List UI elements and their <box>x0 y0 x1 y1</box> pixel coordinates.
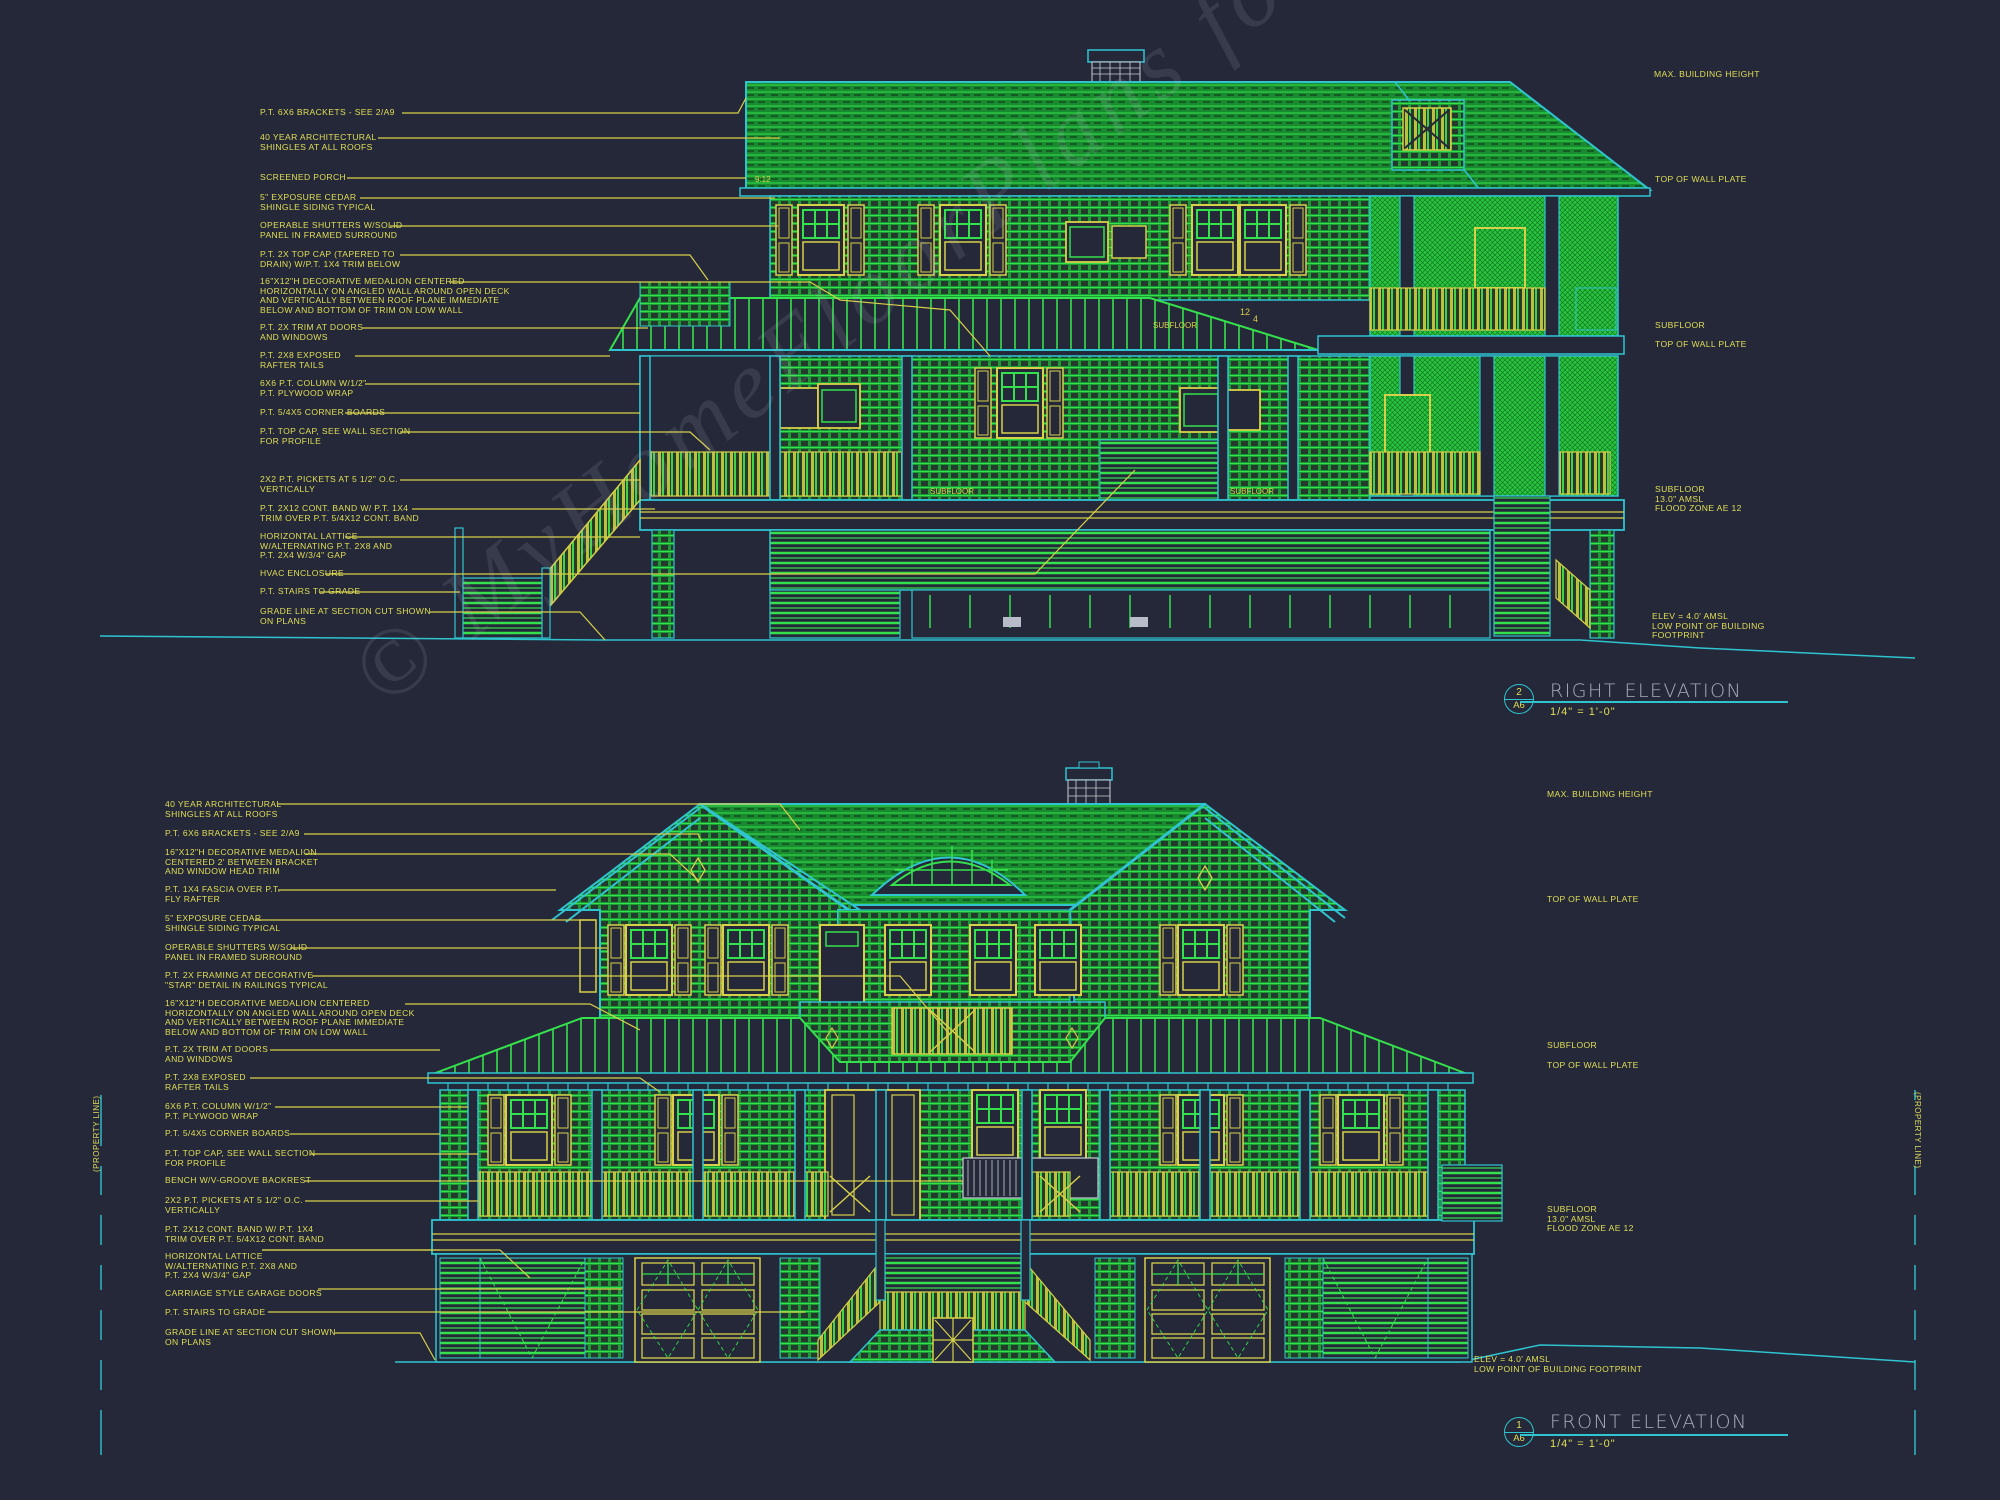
title-underline <box>1520 1434 1788 1436</box>
level-label: TOP OF WALL PLATE <box>1547 894 1639 904</box>
callout: P.T. TOP CAP, SEE WALL SECTION FOR PROFI… <box>165 1148 316 1168</box>
callout: 2X2 P.T. PICKETS AT 5 1/2" O.C. VERTICAL… <box>165 1195 304 1215</box>
title-underline <box>1520 701 1788 703</box>
callout: P.T. 2X12 CONT. BAND W/ P.T. 1X4 TRIM OV… <box>165 1224 325 1244</box>
callout: P.T. 5/4X5 CORNER BOARDS <box>260 407 386 417</box>
callout: 16"X12"h DECORATIVE MEDALION CENTERED HO… <box>165 998 415 1037</box>
level-label: MAX. BUILDING HEIGHT <box>1547 789 1653 799</box>
level-label: SUBFLOOR <box>1655 320 1706 330</box>
svg-text:SUBFLOOR: SUBFLOOR <box>930 487 974 496</box>
callout: 6X6 P.T. COLUMN W/1/2" P.T. PLYWOOD WRAP <box>260 378 367 398</box>
callout: GRADE LINE AT SECTION CUT SHOWN ON PLANS <box>260 606 431 626</box>
svg-text:9:12: 9:12 <box>755 175 771 184</box>
callout: GRADE LINE AT SECTION CUT SHOWN ON PLANS <box>165 1327 336 1347</box>
level-label: MAX. BUILDING HEIGHT <box>1654 69 1760 79</box>
callout: P.T. 2X TRIM AT DOORS AND WINDOWS <box>260 322 364 342</box>
level-label: ELEV = 4.0' AMSL LOW POINT OF BUILDING F… <box>1474 1354 1643 1374</box>
elevation-title: FRONT ELEVATION <box>1550 1411 1748 1433</box>
callout: 16"X12"h DECORATIVE MEDALION CENTERED HO… <box>260 276 510 315</box>
level-label: TOP OF WALL PLATE <box>1655 174 1747 184</box>
callout: 6X6 P.T. COLUMN W/1/2" P.T. PLYWOOD WRAP <box>165 1101 272 1121</box>
callout: P.T. 2X8 EXPOSED RAFTER TAILS <box>165 1072 246 1092</box>
svg-text:4: 4 <box>1253 314 1258 324</box>
callout: P.T. 6X6 BRACKETS - SEE 2/A9 <box>165 828 300 838</box>
right-elevation-drawing: 9:12 12 4 SUBFLOOR SUBFLOOR SUBFLOOR <box>99 49 1916 659</box>
level-label: TOP OF WALL PLATE <box>1547 1060 1639 1070</box>
detail-bubble: 1 A6 <box>1504 1417 1534 1447</box>
callout: HORIZONTAL LATTICE W/ALTERNATING P.T. 2X… <box>165 1251 298 1281</box>
level-label: TOP OF WALL PLATE <box>1655 339 1747 349</box>
elevation-title: RIGHT ELEVATION <box>1550 680 1743 702</box>
callout: HORIZONTAL LATTICE W/ALTERNATING P.T. 2X… <box>260 531 393 561</box>
callout: HVAC ENCLOSURE <box>260 568 345 578</box>
callout: P.T. 2X TOP CAP (TAPERED TO DRAIN) W/P.T… <box>260 249 401 269</box>
callout: 40 YEAR ARCHITECTURAL SHINGLES AT ALL RO… <box>260 132 377 152</box>
callout: 40 YEAR ARCHITECTURAL SHINGLES AT ALL RO… <box>165 799 282 819</box>
callout: BENCH W/V-GROOVE BACKREST <box>165 1175 312 1185</box>
callout: 2X2 P.T. PICKETS AT 5 1/2" O.C. VERTICAL… <box>260 474 399 494</box>
callout: P.T. 2X TRIM AT DOORS AND WINDOWS <box>165 1044 269 1064</box>
callout: 5" EXPOSURE CEDAR SHINGLE SIDING TYPICAL <box>260 192 376 212</box>
callout: CARRIAGE STYLE GARAGE DOORS <box>165 1288 323 1298</box>
detail-bubble: 2 A6 <box>1504 684 1534 714</box>
callout: SCREENED PORCH <box>260 172 347 182</box>
property-line-label-left: (PROPERTY LINE) <box>92 1095 101 1172</box>
scale-label: 1/4" = 1'-0" <box>1550 1438 1616 1450</box>
callout: P.T. STAIRS TO GRADE <box>165 1307 266 1317</box>
level-label: ELEV = 4.0' AMSL LOW POINT OF BUILDING F… <box>1652 611 1765 641</box>
callout: P.T. STAIRS TO GRADE <box>260 586 361 596</box>
callout: OPERABLE SHUTTERS W/SOLID PANEL IN FRAME… <box>260 220 403 240</box>
callout: 5" EXPOSURE CEDAR SHINGLE SIDING TYPICAL <box>165 913 281 933</box>
front-elevation-drawing <box>100 761 1916 1455</box>
scale-label: 1/4" = 1'-0" <box>1550 706 1616 718</box>
level-label: SUBFLOOR <box>1547 1040 1598 1050</box>
callout: 16"X12"h DECORATIVE MEDALION CENTERED 2'… <box>165 847 319 877</box>
callout: OPERABLE SHUTTERS W/SOLID PANEL IN FRAME… <box>165 942 308 962</box>
callout: P.T. 5/4X5 CORNER BOARDS <box>165 1128 291 1138</box>
property-line-label-right: (PROPERTY LINE) <box>1913 1092 1922 1169</box>
svg-text:12: 12 <box>1240 307 1250 317</box>
callout: P.T. 2X12 CONT. BAND W/ P.T. 1X4 TRIM OV… <box>260 503 420 523</box>
level-label: SUBFLOOR 13.0" AMSL FLOOD ZONE AE 12 <box>1655 484 1742 514</box>
callout: P.T. TOP CAP, SEE WALL SECTION FOR PROFI… <box>260 426 411 446</box>
callout: P.T. 1X4 FASCIA OVER P.T. FLY RAFTER <box>165 884 281 904</box>
level-label: SUBFLOOR 13.0" AMSL FLOOD ZONE AE 12 <box>1547 1204 1634 1234</box>
callout: P.T. 2X8 EXPOSED RAFTER TAILS <box>260 350 341 370</box>
callout: P.T. 6X6 BRACKETS - SEE 2/A9 <box>260 107 395 117</box>
svg-text:SUBFLOOR: SUBFLOOR <box>1153 321 1197 330</box>
svg-text:SUBFLOOR: SUBFLOOR <box>1230 487 1274 496</box>
callout: P.T. 2X FRAMING AT DECORATIVE "STAR" DET… <box>165 970 328 990</box>
